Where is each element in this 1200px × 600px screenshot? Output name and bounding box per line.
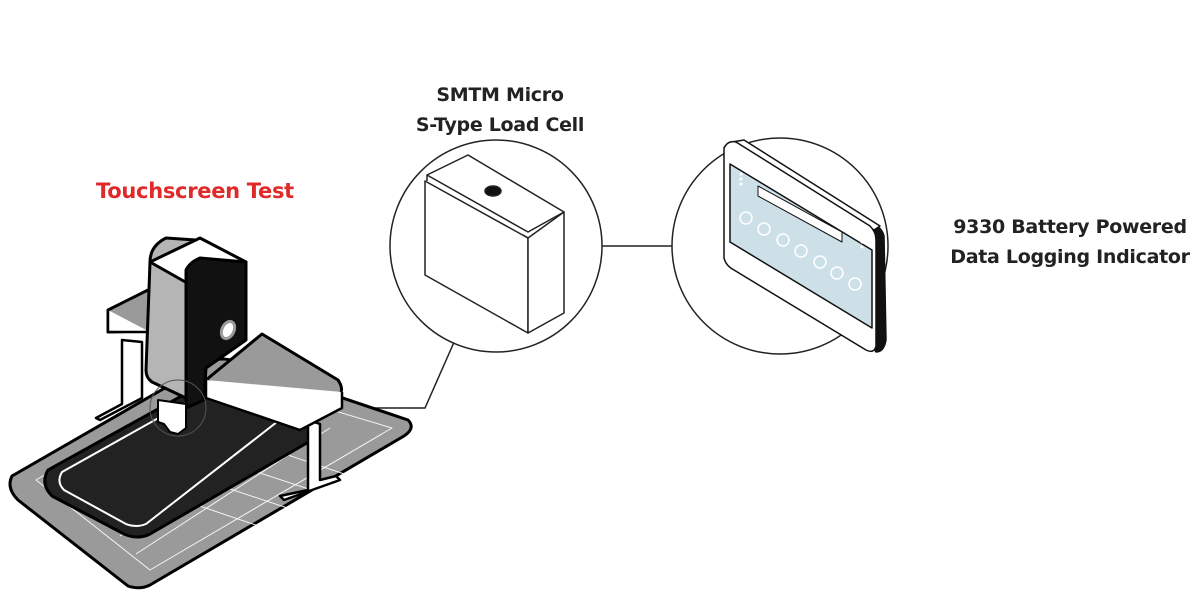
up-arrow-button-icon	[776, 233, 790, 247]
load-cell-label-line1: SMTM Micro	[436, 84, 564, 106]
probe-highlight-circle	[149, 379, 207, 437]
indicator-label-line2: Data Logging Indicator	[950, 246, 1190, 268]
load-cell-hole	[484, 185, 502, 197]
load-cell-label-line2: S-Type Load Cell	[415, 114, 585, 136]
left-leg	[94, 338, 144, 422]
indicator-label-line1: 9330 Battery Powered	[953, 216, 1187, 238]
load-cell-magnifier	[389, 139, 603, 353]
touchscreen-test-title: Touchscreen Test	[96, 179, 294, 203]
right-arrow-button-icon	[813, 255, 827, 269]
power-button-icon	[739, 211, 753, 225]
indicator-label: 9330 Battery Powered Data Logging Indica…	[940, 212, 1200, 272]
down-arrow-button-icon	[794, 244, 808, 258]
indicator-illustration	[723, 139, 887, 353]
right-leg	[278, 418, 342, 502]
blank-button-1-icon	[830, 266, 844, 280]
touchscreen-tester-illustration	[8, 236, 413, 590]
status-leds	[739, 172, 864, 249]
left-arrow-button-icon	[757, 222, 771, 236]
indicator-magnifier	[671, 137, 889, 355]
load-cell-illustration	[424, 154, 565, 334]
indicator-screen-panel	[729, 163, 873, 329]
column-knob	[219, 319, 237, 341]
indicator-display	[757, 185, 843, 243]
probe	[157, 399, 187, 435]
column-dark-face	[184, 256, 248, 410]
blank-button-2-icon	[848, 277, 862, 291]
indicator-buttons	[739, 211, 862, 291]
load-cell-label: SMTM Micro S-Type Load Cell	[380, 80, 620, 140]
